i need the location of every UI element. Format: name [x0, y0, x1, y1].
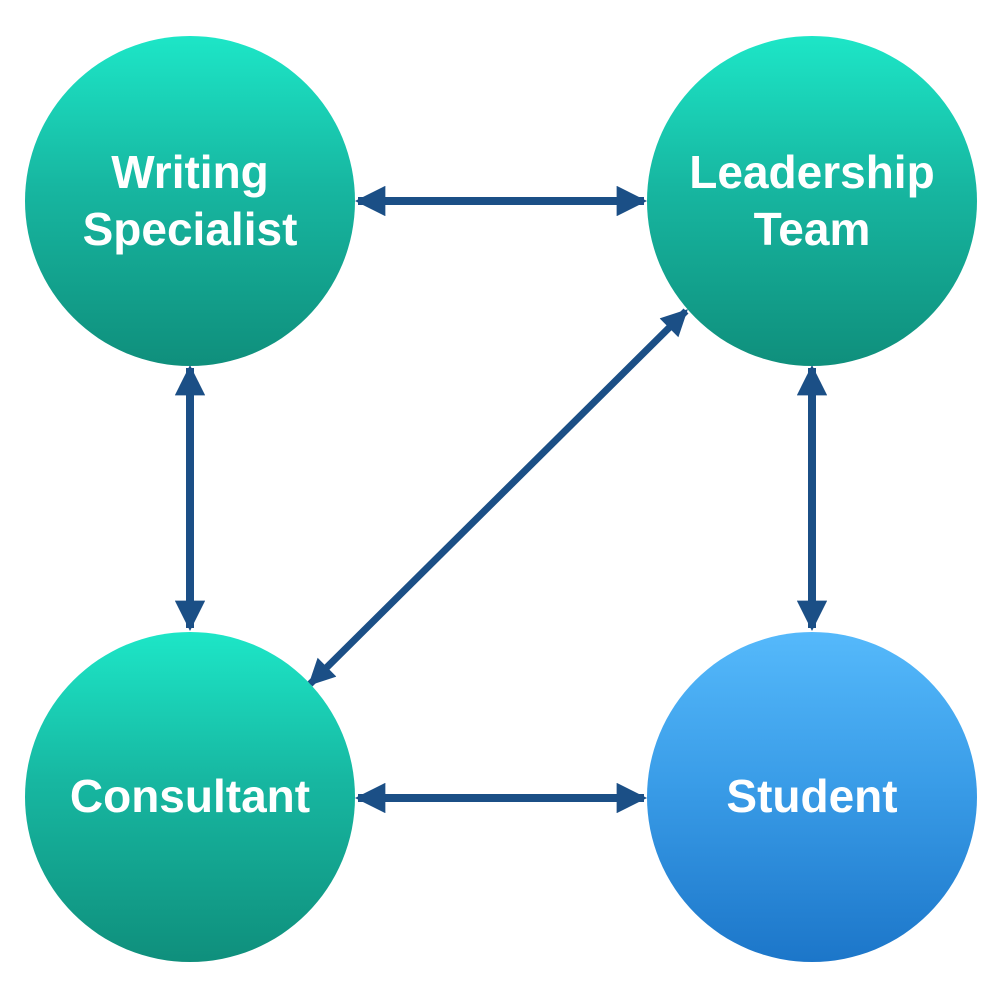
student-label: Student: [726, 770, 898, 823]
arrow-leadership-team-consultant: [307, 308, 689, 687]
leadership-team-label: Leadership Team: [689, 145, 935, 256]
writing-specialist-label: Writing Specialist: [82, 145, 298, 256]
student-node: Student: [647, 632, 977, 962]
consultant-label: Consultant: [69, 770, 311, 823]
leadership-team-node: Leadership Team: [647, 36, 977, 366]
writing-specialist-node: Writing Specialist: [25, 36, 355, 366]
consultant-node: Consultant: [25, 632, 355, 962]
